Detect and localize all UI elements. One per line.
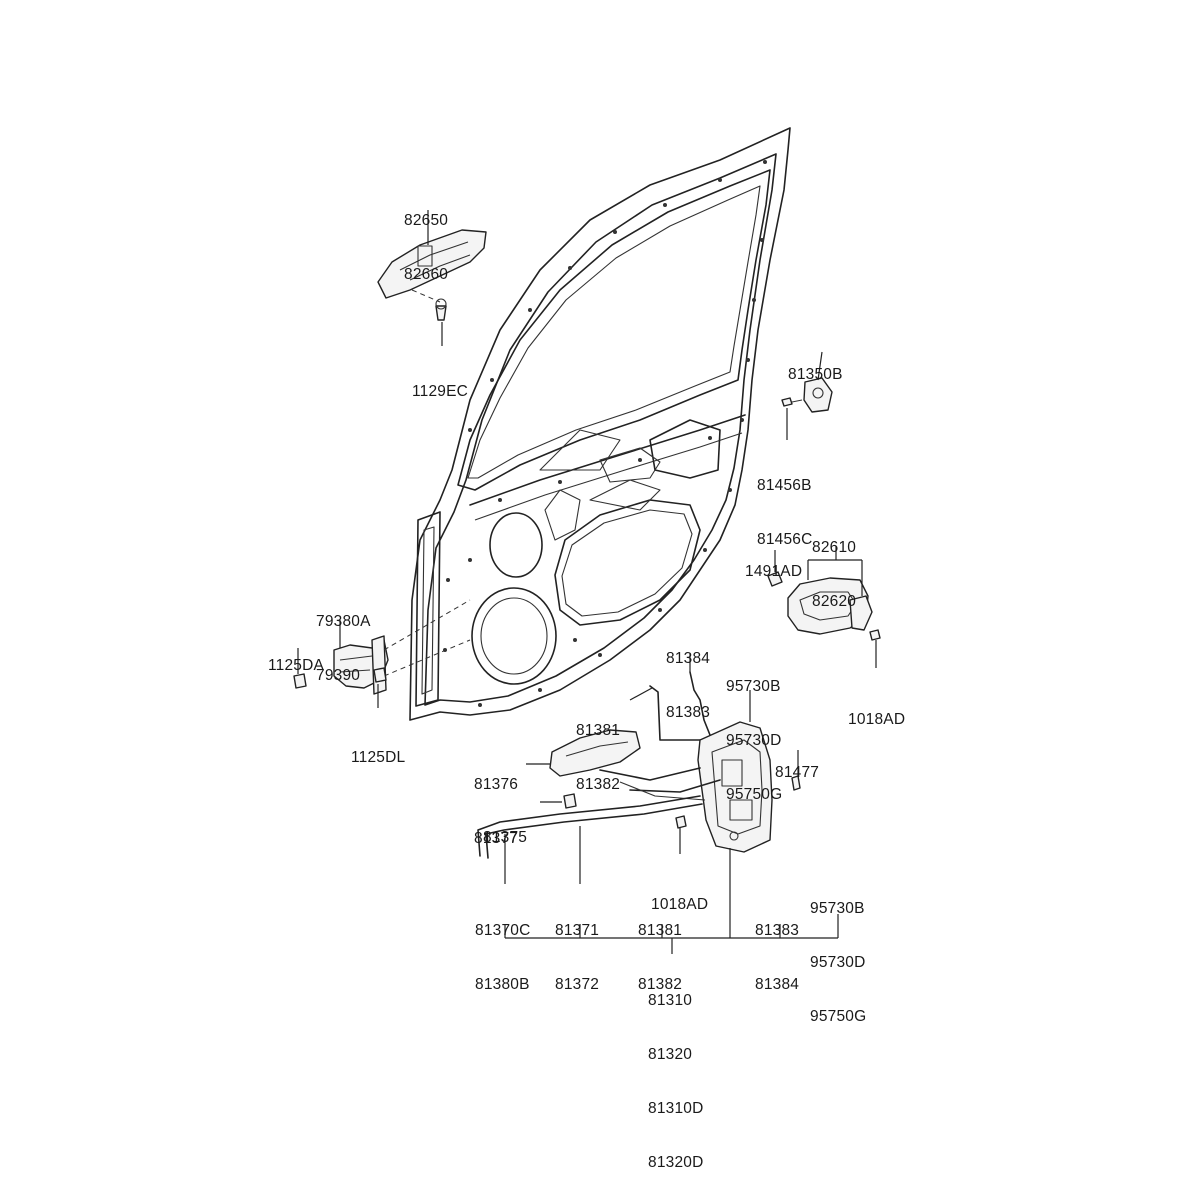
part-number: 1491AD — [745, 563, 803, 580]
part-number: 81370C — [475, 922, 531, 939]
part-number: 95730D — [810, 954, 866, 971]
callout-checker-bolt-lower: 1125DL — [351, 713, 405, 785]
callout-rod-mid: 81381 81382 — [576, 686, 620, 812]
part-number: 82620 — [812, 593, 857, 610]
part-number: 81320 — [648, 1046, 693, 1063]
part-number: 81383 — [666, 704, 711, 721]
callout-inside-handle-screw: 1018AD — [848, 675, 905, 747]
door-checker-part — [293, 599, 471, 708]
part-number: 81383 — [755, 922, 800, 939]
part-number: 81382 — [638, 976, 683, 993]
callout-outside-handle: 82650 82660 — [404, 176, 448, 302]
callout-pin: 81477 — [775, 728, 819, 800]
door-frame — [409, 127, 791, 721]
part-number: 95730B — [726, 678, 781, 695]
callout-actuator-bottom: 95730B 95730D 95750G — [810, 864, 866, 1044]
callout-checker: 79380A 79390 — [316, 577, 371, 703]
callout-rod-bottom: 81381 81382 — [638, 886, 682, 1012]
callout-inside-handle: 82610 82620 — [812, 503, 856, 629]
part-number: 95750G — [726, 786, 783, 803]
part-number: 81384 — [666, 650, 711, 667]
callout-rod-bottom-right: 81383 81384 — [755, 886, 799, 1012]
callout-latch-screw: 1018AD — [651, 860, 708, 932]
callout-checker-bolt: 1125DA — [268, 621, 324, 693]
part-number: 81350B — [788, 366, 843, 383]
part-number: 81320D — [648, 1154, 704, 1171]
part-number: 81381 — [638, 922, 683, 939]
part-number: 79390 — [316, 667, 361, 684]
latch-assembly-part — [477, 654, 801, 938]
outside-handle-part — [377, 210, 487, 346]
callout-bracket-clip: 81375 — [483, 793, 527, 865]
part-number: 1018AD — [848, 711, 906, 728]
part-number: 81477 — [775, 764, 820, 781]
inside-handle-part — [767, 546, 881, 668]
part-number: 1125DA — [268, 657, 325, 674]
part-number: 82650 — [404, 212, 449, 229]
striker-part — [781, 351, 833, 440]
part-number: 1018AD — [651, 896, 709, 913]
part-number: 81456B — [757, 477, 812, 494]
part-number: 81310 — [648, 992, 693, 1009]
callout-bell-crank: 81376 81377 — [474, 740, 518, 866]
callout-rod-upper: 81384 81383 — [666, 614, 710, 740]
part-number: 81456C — [757, 531, 813, 548]
part-number: 81380B — [475, 976, 530, 993]
part-number: 79380A — [316, 613, 371, 630]
part-number: 81310D — [648, 1100, 704, 1117]
part-number: 81384 — [755, 976, 800, 993]
part-number: 81372 — [555, 976, 600, 993]
callout-assembly: 81310 81320 81310D 81320D — [648, 956, 704, 1190]
callout-clip: 1491AD — [745, 527, 802, 599]
callout-striker-screw: 81456B 81456C — [757, 441, 813, 567]
part-number: 81381 — [576, 722, 621, 739]
callout-striker: 81350B — [788, 330, 843, 402]
part-number: 1129EC — [412, 383, 469, 400]
part-number: 82610 — [812, 539, 857, 556]
part-number: 82660 — [404, 266, 449, 283]
callout-cable-left: 81370C 81380B — [475, 886, 531, 1012]
part-number: 95750G — [810, 1008, 867, 1025]
part-number: 81377 — [474, 830, 519, 847]
part-number: 81375 — [483, 829, 528, 846]
assembly-bracket — [504, 914, 839, 954]
part-number: 81382 — [576, 776, 621, 793]
part-number: 1125DL — [351, 749, 406, 766]
part-number: 95730B — [810, 900, 865, 917]
part-number: 81371 — [555, 922, 600, 939]
part-number: 95730D — [726, 732, 782, 749]
callout-cable-mid: 81371 81372 — [555, 886, 599, 1012]
callout-actuator-upper: 95730B 95730D 95750G — [726, 642, 782, 822]
part-number: 81376 — [474, 776, 519, 793]
callout-outside-handle-screw: 1129EC — [412, 347, 468, 419]
